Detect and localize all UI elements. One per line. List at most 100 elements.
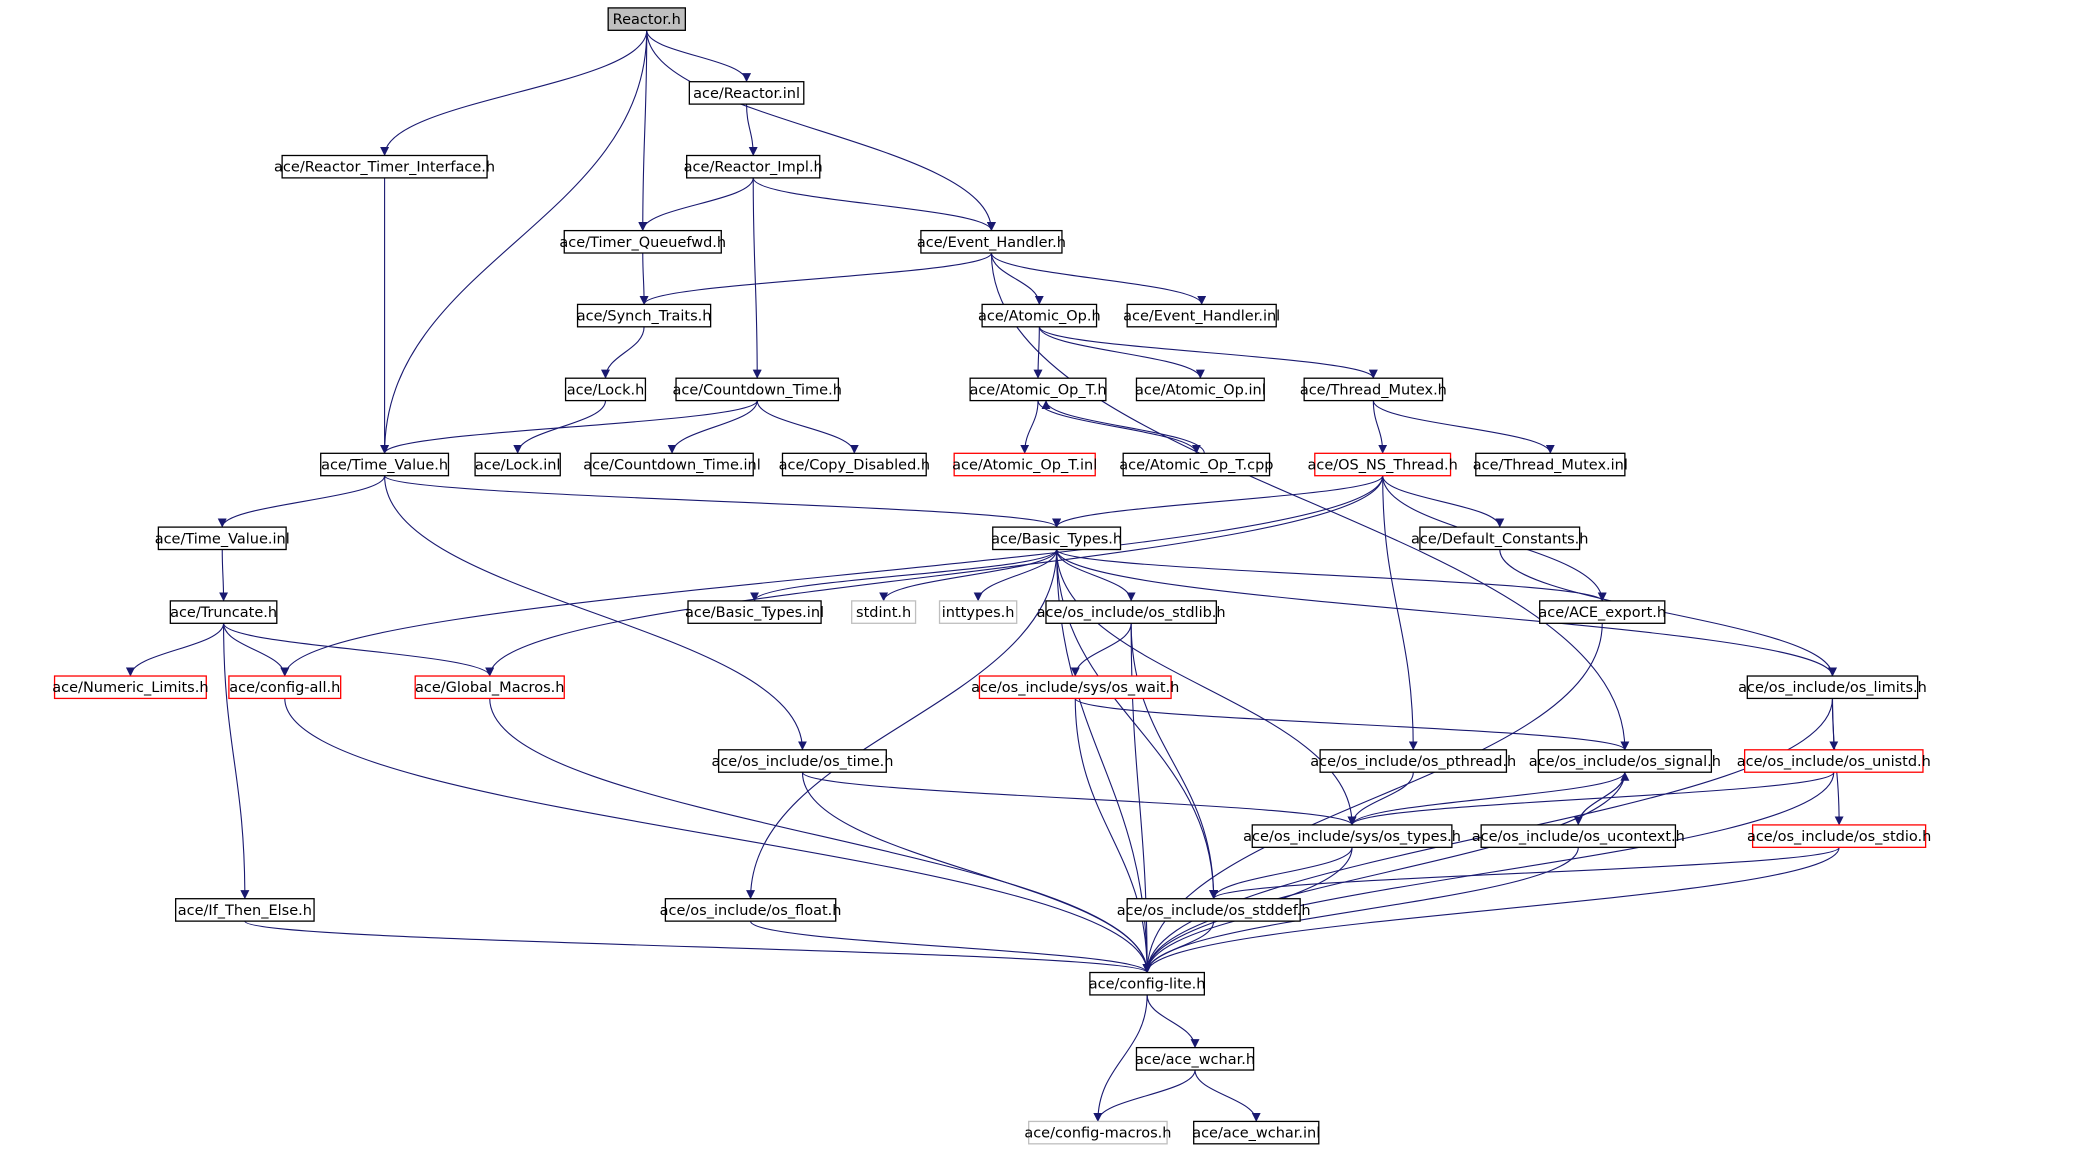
node-box — [1045, 600, 1217, 624]
node-truncate-h[interactable]: ace/Truncate.h — [169, 600, 278, 624]
node-box — [781, 452, 927, 477]
node-tqfwd-h[interactable]: ace/Timer_Queuefwd.h — [559, 229, 726, 254]
node-box — [564, 377, 647, 402]
node-rti-h[interactable]: ace/Reactor_Timer_Interface.h — [274, 154, 495, 179]
node-atomic-op-t-inl[interactable]: ace/Atomic_Op_T.inl — [952, 452, 1097, 477]
node-time-value-inl[interactable]: ace/Time_Value.inl — [155, 526, 290, 551]
node-config-all-h[interactable]: ace/config-all.h — [228, 675, 342, 700]
node-label: ace/ace_wchar.h — [1135, 1052, 1255, 1068]
node-label: ace/os_include/sys/os_types.h — [1243, 829, 1461, 845]
node-atomic-op-inl[interactable]: ace/Atomic_Op.inl — [1135, 377, 1266, 402]
node-label: ace/os_include/os_time.h — [711, 754, 893, 770]
node-box — [1135, 1046, 1255, 1071]
edge-basic_types_h-to-os_limits_h — [1056, 549, 1837, 677]
node-os-float-h[interactable]: ace/os_include/os_float.h — [660, 898, 842, 922]
edge-basic_types_h-to-os_types_h — [1056, 549, 1357, 826]
node-label: ace/Basic_Types.inl — [685, 605, 824, 621]
node-label: ace/Atomic_Op_T.h — [969, 382, 1106, 398]
node-os-unistd-h[interactable]: ace/os_include/os_unistd.h — [1737, 749, 1931, 773]
node-label: ace/Default_Constants.h — [1411, 531, 1588, 547]
node-box — [664, 898, 837, 922]
node-atomic-op-h[interactable]: ace/Atomic_Op.h — [978, 303, 1101, 328]
node-countdown-h[interactable]: ace/Countdown_Time.h — [673, 377, 842, 402]
node-box — [717, 749, 887, 773]
node-box — [1314, 452, 1452, 477]
edge-atomic_op_h-to-atomic_op_inl — [1038, 326, 1205, 379]
edge-os_time_h-to-os_types_h — [801, 771, 1357, 826]
node-box — [1122, 452, 1271, 477]
node-os-ns-thread-h[interactable]: ace/OS_NS_Thread.h — [1307, 452, 1458, 477]
node-box — [920, 229, 1063, 254]
edge-basic_types_h-to-inttypes_h — [973, 549, 1058, 602]
node-os-types-h[interactable]: ace/os_include/sys/os_types.h — [1243, 824, 1461, 848]
node-copy-disabled-h[interactable]: ace/Copy_Disabled.h — [779, 452, 931, 477]
node-os-stddef-h[interactable]: ace/os_include/os_stddef.h — [1117, 898, 1311, 922]
node-box — [687, 600, 822, 624]
node-box — [175, 898, 315, 922]
node-box — [1743, 749, 1924, 773]
edge-reactor_h-to-rti_h — [380, 30, 648, 156]
node-event-handler-inl[interactable]: ace/Event_Handler.inl — [1123, 303, 1280, 328]
node-label: ace/Atomic_Op_T.inl — [952, 458, 1097, 474]
edge-thread_mutex_h-to-thread_mutex_inl — [1372, 400, 1555, 454]
node-synch-traits-h[interactable]: ace/Synch_Traits.h — [577, 303, 712, 328]
node-os-stdio-h[interactable]: ace/os_include/os_stdio.h — [1747, 824, 1931, 848]
edge-lock_h-to-lock_inl — [513, 400, 607, 454]
node-os-ucontext-h[interactable]: ace/os_include/os_ucontext.h — [1472, 824, 1685, 848]
edge-atomic_op_t_cpp-to-atomic_op_t_h — [1041, 400, 1205, 454]
edge-config_lite_h-to-ace_wchar_h — [1146, 994, 1200, 1049]
node-os-signal-h[interactable]: ace/os_include/os_signal.h — [1529, 749, 1721, 773]
node-config-macros-h[interactable]: ace/config-macros.h — [1024, 1120, 1171, 1145]
node-ace-export-h[interactable]: ace/ACE_export.h — [1538, 600, 1666, 624]
node-box — [281, 154, 488, 179]
node-box — [675, 377, 840, 402]
node-if-then-else-h[interactable]: ace/If_Then_Else.h — [175, 898, 315, 922]
node-global-macros-h[interactable]: ace/Global_Macros.h — [414, 675, 565, 700]
node-os-limits-h[interactable]: ace/os_include/os_limits.h — [1738, 675, 1927, 700]
node-lock-h[interactable]: ace/Lock.h — [564, 377, 647, 402]
node-ace-wchar-h[interactable]: ace/ace_wchar.h — [1135, 1046, 1255, 1071]
edge-default_constants_h-to-os_limits_h — [1499, 549, 1837, 677]
node-os-time-h[interactable]: ace/os_include/os_time.h — [711, 749, 893, 773]
node-lock-inl[interactable]: ace/Lock.inl — [474, 452, 561, 477]
node-label: ace/Lock.h — [567, 382, 645, 398]
node-label: ace/Basic_Types.h — [991, 531, 1122, 547]
node-reactor-inl[interactable]: ace/Reactor.inl — [688, 81, 805, 105]
node-box — [1193, 1120, 1320, 1145]
node-atomic-op-t-h[interactable]: ace/Atomic_Op_T.h — [969, 377, 1107, 402]
node-atomic-op-t-cpp[interactable]: ace/Atomic_Op_T.cpp — [1119, 452, 1273, 477]
node-time-value-h[interactable]: ace/Time_Value.h — [320, 452, 450, 477]
node-basic-types-h[interactable]: ace/Basic_Types.h — [991, 526, 1122, 551]
node-default-constants-h[interactable]: ace/Default_Constants.h — [1411, 526, 1588, 551]
node-os-pthread-h[interactable]: ace/os_include/os_pthread.h — [1310, 749, 1516, 773]
node-label: ace/Time_Value.h — [321, 458, 448, 474]
node-label: ace/Global_Macros.h — [415, 680, 564, 696]
node-os-wait-h[interactable]: ace/os_include/sys/os_wait.h — [971, 675, 1179, 700]
node-stdint-h[interactable]: stdint.h — [851, 600, 917, 624]
edge-os_signal_h-to-config_lite_h — [1142, 772, 1626, 973]
node-reactor-h[interactable]: Reactor.h — [607, 7, 686, 31]
edge-reactor_h-to-event_handler_h — [646, 30, 996, 232]
edge-os_unistd_h-to-os_types_h — [1347, 771, 1835, 826]
node-config-lite-h[interactable]: ace/config-lite.h — [1089, 971, 1206, 996]
node-os-stdlib-h[interactable]: ace/os_include/os_stdlib.h — [1037, 600, 1226, 624]
node-ace-wchar-inl[interactable]: ace/ace_wchar.inl — [1192, 1120, 1320, 1145]
node-box — [228, 675, 342, 700]
edge-os_stdio_h-to-config_lite_h — [1142, 847, 1840, 973]
node-box — [1089, 971, 1205, 996]
node-event-handler-h[interactable]: ace/Event_Handler.h — [917, 229, 1066, 254]
node-countdown-inl[interactable]: ace/Countdown_Time.inl — [583, 452, 761, 477]
edge-time_value_h-to-time_value_inl — [217, 475, 386, 528]
edge-os_signal_h-to-os_types_h — [1347, 771, 1626, 826]
edge-os_float_h-to-config_lite_h — [750, 920, 1152, 973]
node-label: ace/Thread_Mutex.inl — [1473, 458, 1628, 474]
node-basic-types-inl[interactable]: ace/Basic_Types.inl — [685, 600, 824, 624]
edge-reactor_h-to-reactor_inl — [646, 30, 752, 83]
node-thread-mutex-h[interactable]: ace/Thread_Mutex.h — [1300, 377, 1447, 402]
node-inttypes-h[interactable]: inttypes.h — [938, 600, 1018, 624]
node-reactor-impl-h[interactable]: ace/Reactor_Impl.h — [684, 154, 823, 179]
node-label: ace/Numeric_Limits.h — [52, 680, 208, 696]
node-numeric-limits-h[interactable]: ace/Numeric_Limits.h — [52, 675, 209, 700]
node-box — [474, 452, 561, 477]
node-thread-mutex-inl[interactable]: ace/Thread_Mutex.inl — [1473, 452, 1628, 477]
